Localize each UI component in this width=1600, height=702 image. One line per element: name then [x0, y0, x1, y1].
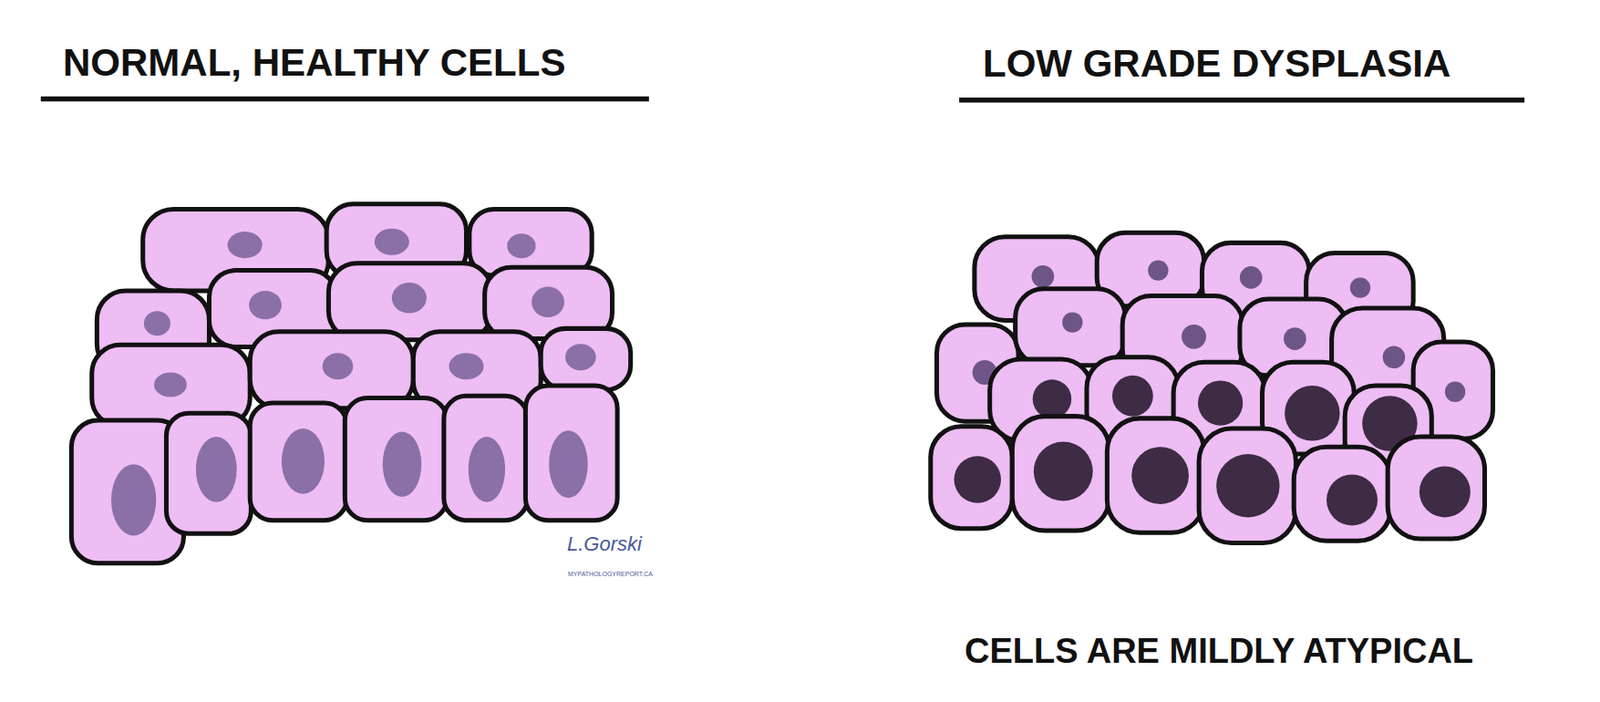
- heading-underline: [41, 96, 650, 103]
- watermark: MYPATHOLOGYREPORT.CA: [567, 570, 653, 578]
- artist-signature: L.Gorski: [567, 534, 642, 555]
- caption: CELLS ARE MILDLY ATYPICAL: [964, 633, 1474, 669]
- panel-heading: LOW GRADE DYSPLASIA: [982, 44, 1451, 83]
- normal-cells: [71, 204, 630, 564]
- panel-heading: NORMAL, HEALTHY CELLS: [62, 43, 566, 83]
- dysplastic-cells: [930, 232, 1494, 543]
- heading-underline: [959, 97, 1525, 104]
